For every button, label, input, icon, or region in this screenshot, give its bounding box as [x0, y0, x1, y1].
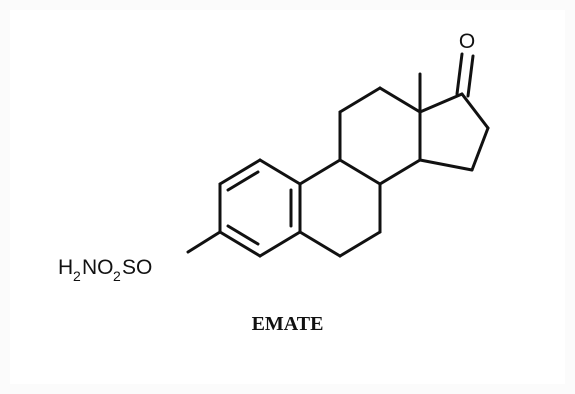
sulfamate-label: H 2 NO 2 SO: [58, 256, 152, 284]
sulfamate-bond: [186, 230, 222, 254]
sulfamate-no-subscript: 2: [113, 268, 121, 284]
ring-d: [418, 92, 490, 172]
ring-b: [298, 158, 382, 258]
sulfamate-h: H: [58, 256, 73, 279]
ketone-oxygen-label: O: [459, 30, 475, 53]
compound-name: EMATE: [251, 313, 324, 335]
ring-c: [338, 86, 422, 186]
ring-a-aromatic: [218, 158, 302, 258]
sulfamate-h-subscript: 2: [73, 268, 81, 284]
diagram-panel: [10, 10, 565, 384]
sulfamate-so: SO: [122, 256, 152, 279]
ketone-group: [455, 52, 475, 98]
sulfamate-no: NO: [82, 256, 114, 279]
